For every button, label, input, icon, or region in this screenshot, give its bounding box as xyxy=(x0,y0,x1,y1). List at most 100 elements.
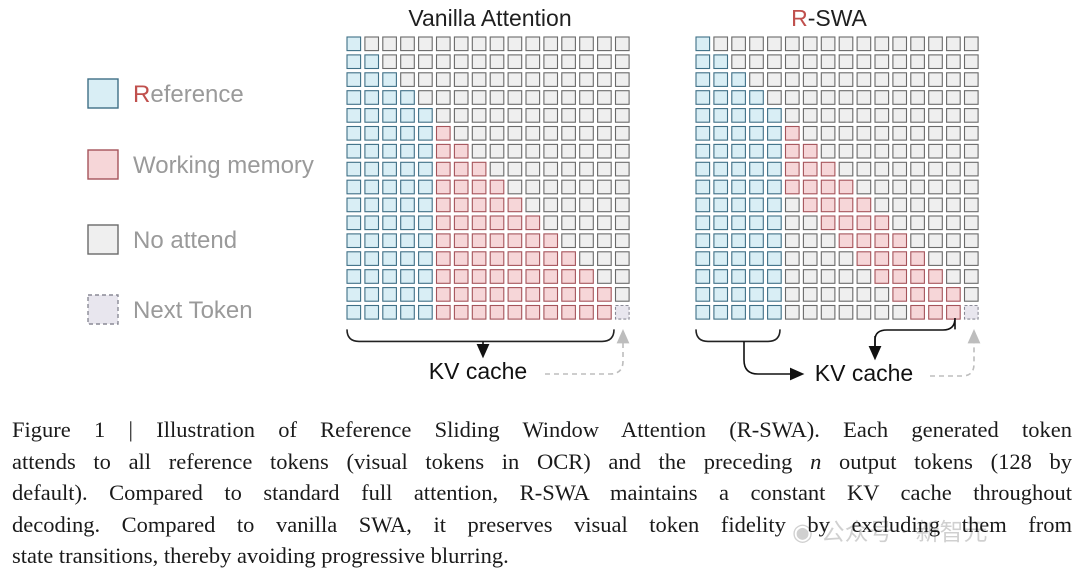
grid-cell-none xyxy=(892,197,908,213)
grid-cell-none xyxy=(784,108,800,123)
grid-cell-none xyxy=(525,72,541,87)
legend-label-none: No attend xyxy=(133,227,237,254)
grid-cell-none xyxy=(910,233,925,249)
grid-cell-working xyxy=(838,179,854,195)
grid-cell-none xyxy=(614,72,630,87)
grid-cell-reference xyxy=(364,72,380,87)
grid-cell-reference xyxy=(713,143,729,159)
legend-label-rest: eference xyxy=(150,81,243,108)
grid-cell-none xyxy=(838,72,854,87)
grid-cell-reference xyxy=(346,161,362,177)
grid-cell-none xyxy=(784,72,800,87)
caption-line: default). Compared to standard full atte… xyxy=(12,480,1072,506)
grid-cell-none xyxy=(525,125,541,141)
grid-cell-reference xyxy=(731,90,746,105)
grid-cell-reference xyxy=(731,233,746,249)
grid-cell-none xyxy=(928,179,943,195)
grid-cell-working xyxy=(489,269,505,284)
grid-cell-none xyxy=(802,251,818,266)
grid-cell-working xyxy=(471,269,487,284)
legend-item-next: Next Token xyxy=(87,294,253,325)
grid-cell-none xyxy=(597,269,612,284)
grid-cell-none xyxy=(543,90,559,105)
grid-cell-reference xyxy=(695,251,711,266)
grid-cell-none xyxy=(820,233,836,249)
grid-cell-reference xyxy=(364,215,380,231)
grid-cell-reference xyxy=(364,287,380,302)
grid-cell-reference xyxy=(695,215,711,231)
grid-cell-none xyxy=(784,54,800,70)
grid-cell-reference xyxy=(346,143,362,159)
grid-cell-working xyxy=(784,143,800,159)
grid-cell-none xyxy=(874,304,890,320)
grid-cell-none xyxy=(963,269,979,284)
grid-cell-none xyxy=(802,215,818,231)
grid-cell-none xyxy=(946,108,961,123)
kv-cache-label: KV cache xyxy=(429,358,527,384)
grid-cell-none xyxy=(820,251,836,266)
grid-cell-working xyxy=(435,287,451,302)
grid-cell-reference xyxy=(418,125,433,141)
grid-cell-reference xyxy=(364,197,380,213)
grid-cell-reference xyxy=(749,197,764,213)
grid-cell-reference xyxy=(749,233,764,249)
grid-cell-none xyxy=(910,108,925,123)
grid-cell-none xyxy=(507,108,523,123)
grid-cell-reference xyxy=(713,269,729,284)
grid-cell-none xyxy=(892,143,908,159)
grid-cell-none xyxy=(597,125,612,141)
grid-cell-none xyxy=(910,36,925,52)
grid-cell-reference xyxy=(346,179,362,195)
grid-cell-working xyxy=(525,287,541,302)
grid-cell-none xyxy=(471,72,487,87)
grid-cell-reference xyxy=(731,215,746,231)
grid-cell-working xyxy=(597,287,612,302)
grid-cell-working xyxy=(435,251,451,266)
grid-cell-reference xyxy=(400,287,415,302)
grid-cell-reference xyxy=(767,287,782,302)
grid-cell-reference xyxy=(695,36,711,52)
grid-cell-none xyxy=(802,72,818,87)
grid-cell-reference xyxy=(695,197,711,213)
grid-cell-none xyxy=(802,125,818,141)
grid-cell-none xyxy=(525,108,541,123)
grid-cell-reference xyxy=(364,125,380,141)
grid-cell-none xyxy=(910,197,925,213)
grid-cell-working xyxy=(507,197,523,213)
grid-cell-none xyxy=(910,125,925,141)
grid-cell-reference xyxy=(713,251,729,266)
grid-cell-none xyxy=(543,108,559,123)
grid-cell-none xyxy=(928,161,943,177)
grid-cell-reference xyxy=(713,108,729,123)
grid-cell-none xyxy=(507,54,523,70)
grid-cell-reference xyxy=(713,90,729,105)
legend-swatch-reference xyxy=(87,78,119,109)
grid-cell-none xyxy=(856,36,872,52)
kv-brace xyxy=(346,329,615,343)
grid-cell-reference xyxy=(713,179,729,195)
grid-cell-reference xyxy=(364,90,380,105)
grid-cell-none xyxy=(874,143,890,159)
grid-cell-none xyxy=(892,90,908,105)
reference-to-kv-arrow xyxy=(743,341,805,381)
caption-line: Figure 1 | Illustration of Reference Sli… xyxy=(12,417,1072,442)
grid-cell-reference xyxy=(767,179,782,195)
grid-cell-none xyxy=(543,215,559,231)
grid-cell-none xyxy=(856,90,872,105)
grid-cell-none xyxy=(856,54,872,70)
grid-cell-reference xyxy=(695,54,711,70)
grid-cell-reference xyxy=(767,215,782,231)
grid-cell-reference xyxy=(346,269,362,284)
grid-cell-none xyxy=(489,125,505,141)
grid-cell-none xyxy=(838,36,854,52)
grid-cell-none xyxy=(561,90,576,105)
grid-cell-reference xyxy=(418,215,433,231)
grid-cell-working xyxy=(784,125,800,141)
grid-cell-working xyxy=(802,197,818,213)
grid-cell-none xyxy=(928,72,943,87)
grid-cell-none xyxy=(802,108,818,123)
grid-cell-none xyxy=(507,90,523,105)
caption-italic-n: n xyxy=(810,448,822,474)
grid-cell-working xyxy=(910,251,925,266)
grid-cell-working xyxy=(507,251,523,266)
